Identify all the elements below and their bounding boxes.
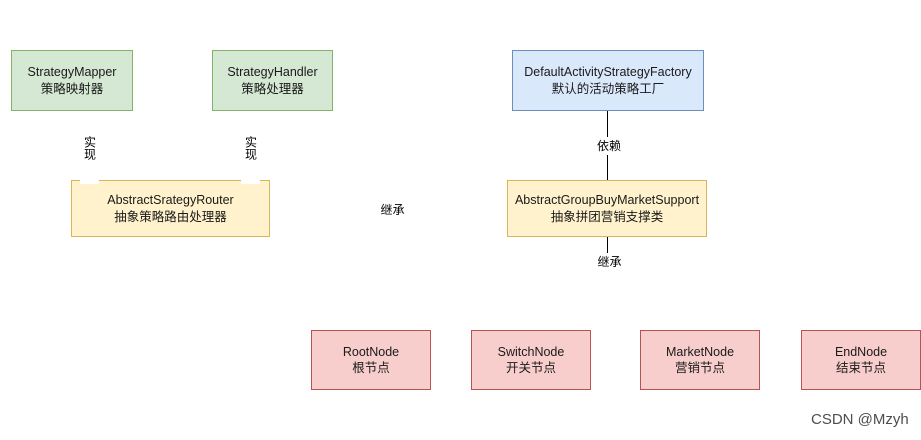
- node-strategy-mapper-cn: 策略映射器: [40, 81, 104, 96]
- node-strategy-mapper-en: StrategyMapper: [27, 65, 117, 79]
- edge-label-router-to-support: 继承: [376, 201, 409, 219]
- node-strategy-handler-cn: 策略处理器: [241, 81, 304, 96]
- edge-line-support-to-nodes: [607, 237, 608, 267]
- node-root-node[interactable]: RootNode 根节点: [311, 330, 431, 390]
- edge-label-support-to-nodes: 继承: [593, 253, 626, 271]
- node-abstract-strategy-router-cn: 抽象策略路由处理器: [114, 209, 227, 224]
- node-end-node-cn: 结束节点: [835, 361, 886, 375]
- watermark-text: CSDN @Mzyh: [811, 411, 909, 428]
- node-market-node-en: MarketNode: [665, 344, 735, 359]
- node-end-node-en: EndNode: [834, 344, 888, 359]
- node-abstract-group-buy-market-support-en: AbstractGroupBuyMarketSupport: [514, 193, 700, 207]
- node-abstract-group-buy-market-support[interactable]: AbstractGroupBuyMarketSupport 抽象拼团营销支撑类: [507, 180, 707, 237]
- node-switch-node-en: SwitchNode: [497, 344, 565, 359]
- node-market-node-cn: 营销节点: [674, 361, 725, 375]
- node-default-activity-strategy-factory-cn: 默认的活动策略工厂: [551, 81, 665, 96]
- node-abstract-strategy-router-en: AbstractSrategyRouter: [107, 193, 234, 207]
- node-switch-node[interactable]: SwitchNode 开关节点: [471, 330, 591, 390]
- node-default-activity-strategy-factory[interactable]: DefaultActivityStrategyFactory 默认的活动策略工厂: [512, 50, 704, 111]
- edge-label-mapper-to-router: 实现: [80, 111, 99, 184]
- node-abstract-strategy-router[interactable]: AbstractSrategyRouter 抽象策略路由处理器: [71, 180, 270, 237]
- node-root-node-en: RootNode: [342, 344, 400, 359]
- edge-label-handler-to-router: 实现: [241, 111, 260, 184]
- node-default-activity-strategy-factory-en: DefaultActivityStrategyFactory: [524, 65, 692, 79]
- node-root-node-cn: 根节点: [352, 361, 390, 375]
- node-end-node[interactable]: EndNode 结束节点: [801, 330, 921, 390]
- node-strategy-mapper[interactable]: StrategyMapper 策略映射器: [11, 50, 133, 111]
- node-market-node[interactable]: MarketNode 营销节点: [640, 330, 760, 390]
- node-strategy-handler[interactable]: StrategyHandler 策略处理器: [212, 50, 333, 111]
- node-switch-node-cn: 开关节点: [505, 361, 556, 375]
- node-strategy-handler-en: StrategyHandler: [227, 65, 318, 79]
- node-abstract-group-buy-market-support-cn: 抽象拼团营销支撑类: [550, 209, 664, 224]
- edge-label-factory-to-support: 依赖: [592, 137, 626, 155]
